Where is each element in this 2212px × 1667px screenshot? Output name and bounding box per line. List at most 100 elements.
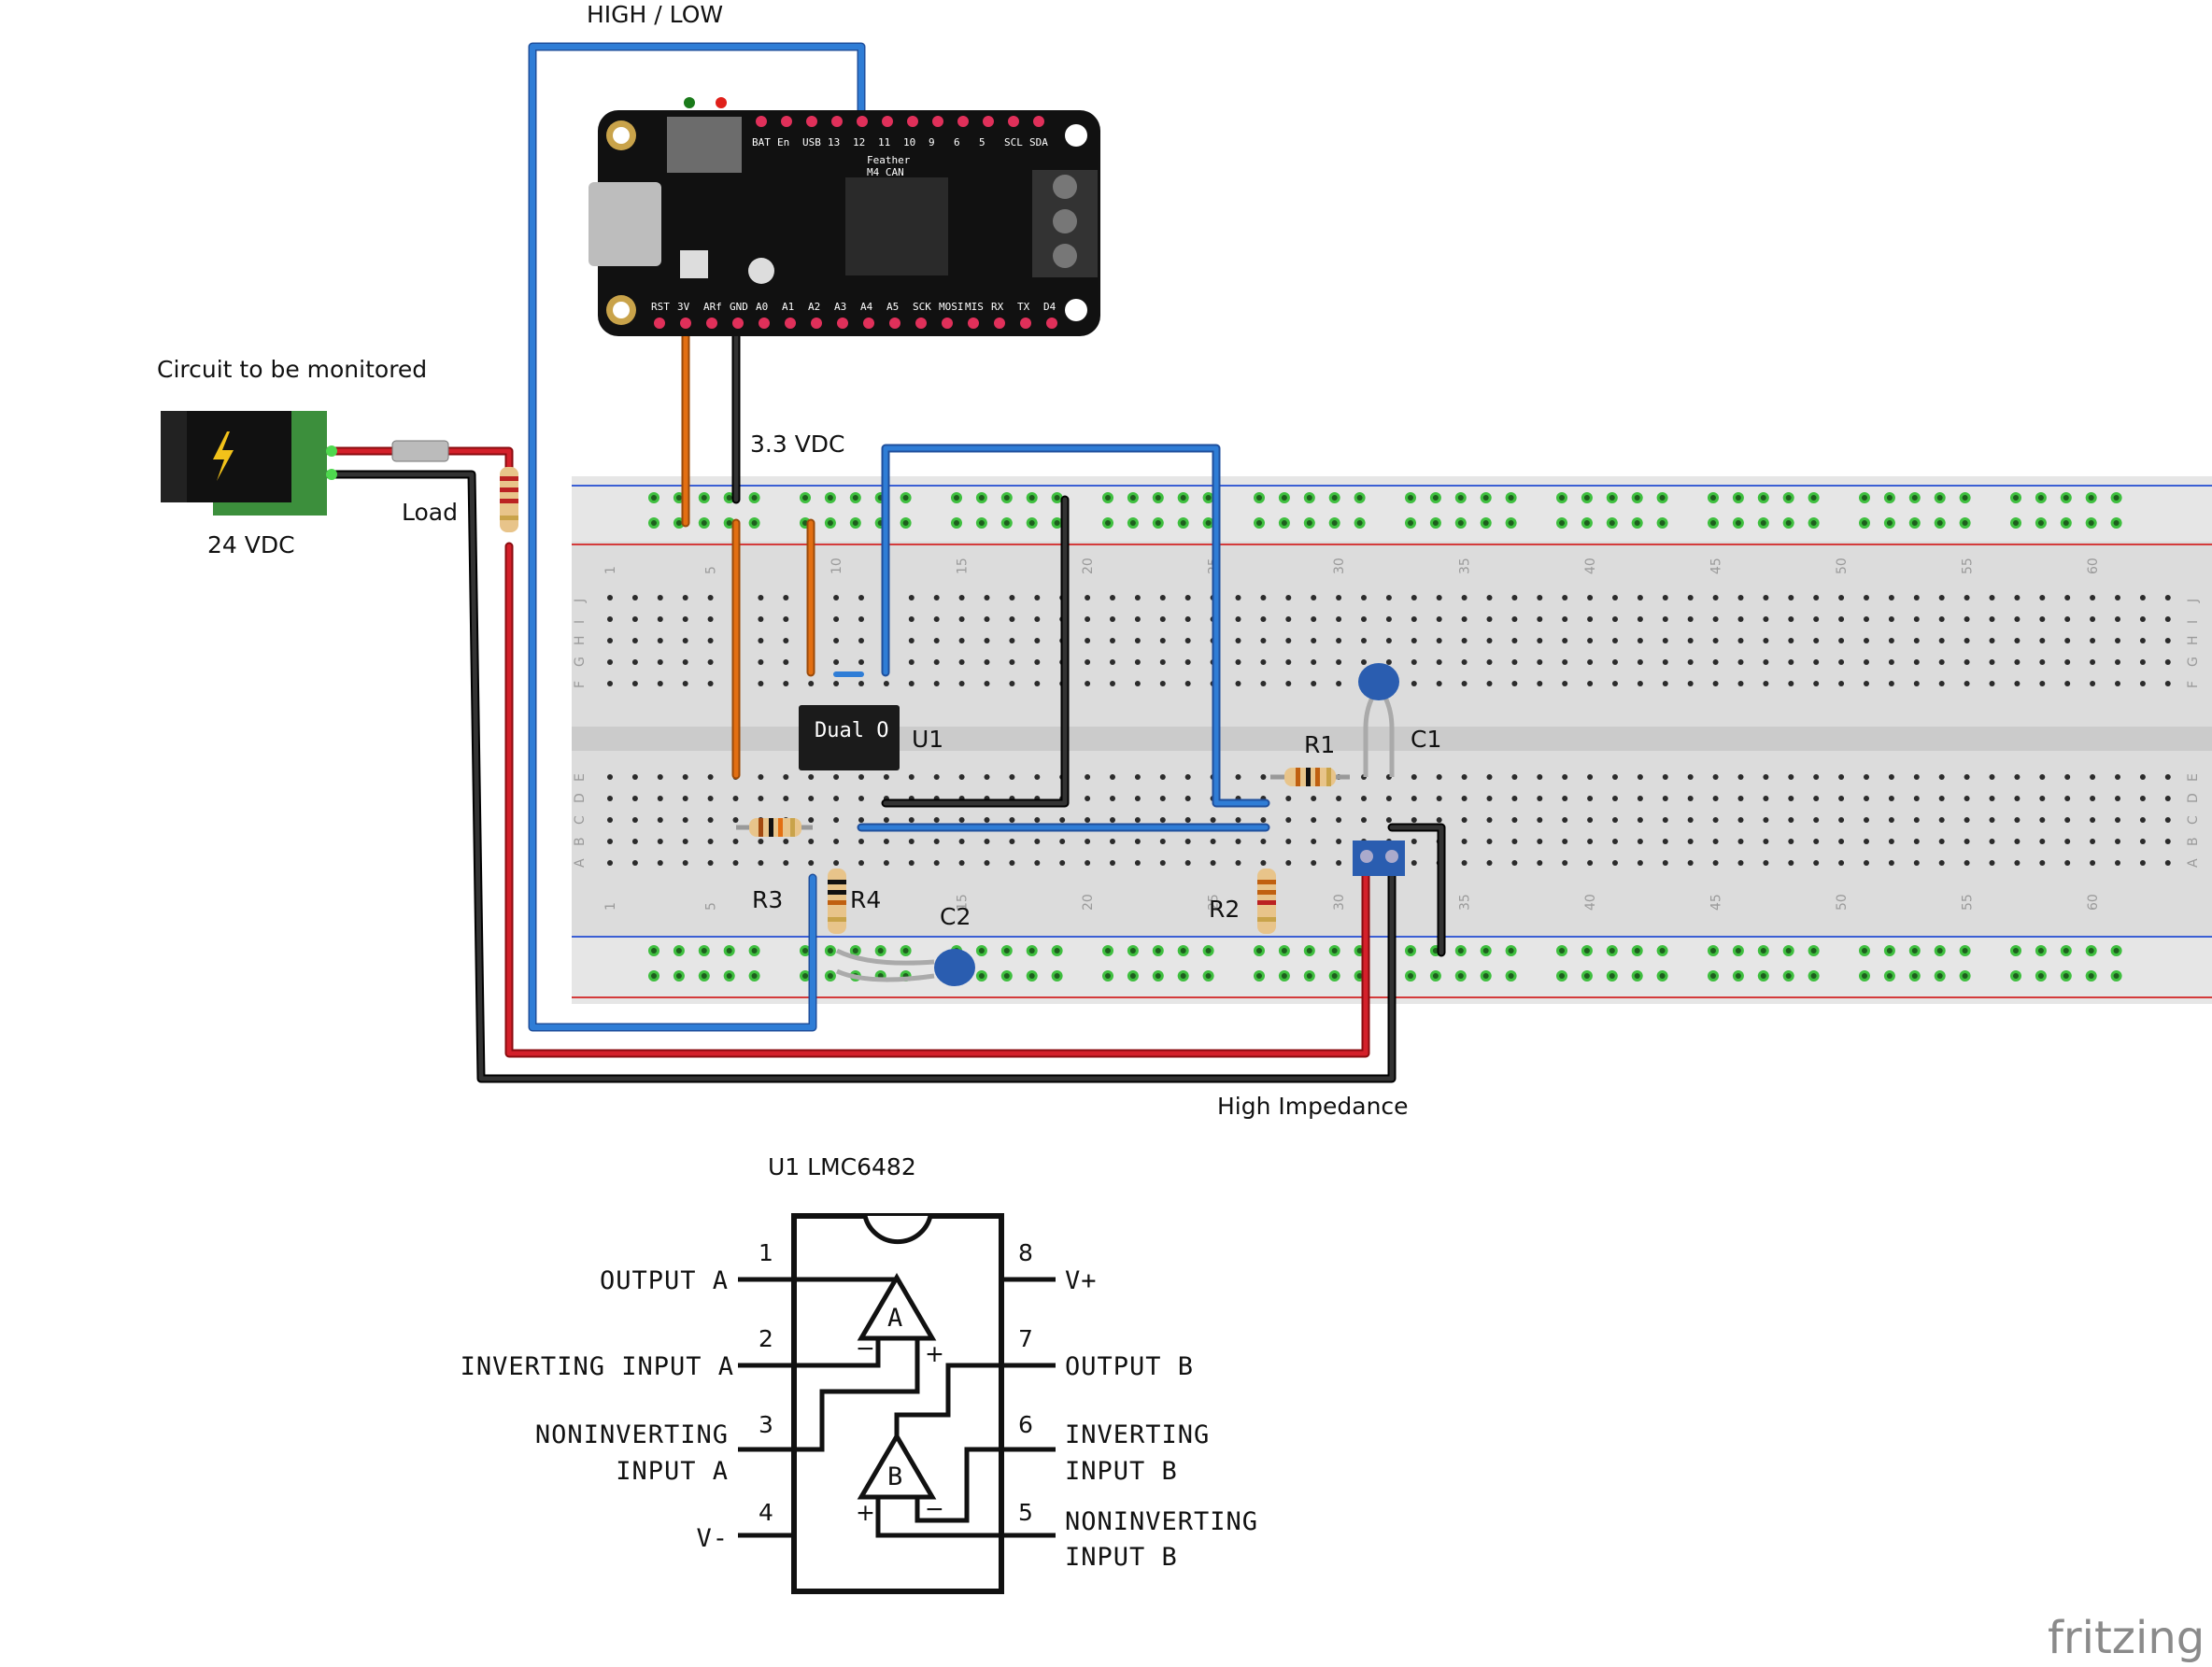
- breadboard-hole: [707, 616, 714, 622]
- u1-chip: Dual O: [799, 705, 900, 770]
- breadboard-hole: [1285, 839, 1292, 844]
- breadboard-hole: [1913, 659, 1920, 665]
- breadboard-hole: [1687, 638, 1694, 643]
- breadboard-hole: [751, 948, 758, 954]
- breadboard-hole: [707, 796, 714, 801]
- breadboard-column-number: 1: [603, 566, 618, 574]
- breadboard-hole: [2064, 817, 2071, 823]
- breadboard-hole: [1562, 774, 1568, 780]
- breadboard-hole: [827, 973, 833, 979]
- breadboard-hole: [2164, 839, 2171, 844]
- breadboard-hole: [1184, 616, 1191, 622]
- breadboard-hole: [732, 839, 739, 844]
- breadboard-hole: [1864, 774, 1869, 780]
- breadboard-hole: [1737, 796, 1744, 801]
- breadboard-hole: [1110, 659, 1115, 665]
- breadboard-hole: [958, 839, 965, 844]
- feather-bottom-pin: [654, 318, 665, 329]
- breadboard-hole: [1336, 616, 1342, 622]
- breadboard-hole: [802, 495, 808, 501]
- breadboard-hole: [1864, 616, 1869, 622]
- feather-top-pin-label: 6: [954, 136, 960, 148]
- breadboard-hole: [1864, 595, 1869, 600]
- breadboard-hole: [2139, 595, 2146, 600]
- breadboard-hole: [1562, 796, 1568, 801]
- breadboard-hole: [783, 638, 789, 643]
- breadboard-hole: [2014, 839, 2021, 844]
- breadboard-hole: [1436, 638, 1442, 643]
- breadboard-hole: [958, 681, 965, 686]
- breadboard-hole: [1184, 681, 1191, 686]
- breadboard-hole: [651, 973, 657, 979]
- breadboard-hole: [1331, 520, 1338, 526]
- breadboard-hole: [1306, 948, 1312, 954]
- breadboard-hole: [1735, 948, 1741, 954]
- breadboard-hole: [1461, 860, 1468, 866]
- breadboard-hole: [1888, 659, 1894, 665]
- breadboard-hole: [1911, 495, 1918, 501]
- breadboard-hole: [1938, 839, 1945, 844]
- breadboard-hole: [1461, 659, 1468, 665]
- breadboard-hole: [1537, 796, 1543, 801]
- breadboard-hole: [607, 796, 613, 801]
- breadboard-hole: [1361, 595, 1367, 600]
- breadboard-hole: [1411, 595, 1417, 600]
- breadboard-hole: [2139, 860, 2146, 866]
- breadboard-hole: [1336, 860, 1342, 866]
- breadboard-hole: [1962, 973, 1968, 979]
- amp-a-label: A: [887, 1304, 903, 1333]
- breadboard-hole: [1009, 860, 1015, 866]
- breadboard-hole: [1411, 638, 1417, 643]
- breadboard-hole: [1003, 520, 1010, 526]
- breadboard-hole: [1105, 495, 1111, 501]
- pin-5-num: 5: [1018, 1499, 1033, 1526]
- breadboard-hole: [1085, 638, 1091, 643]
- breadboard-hole: [1028, 495, 1035, 501]
- breadboard-hole: [1461, 638, 1468, 643]
- breadboard-hole: [1059, 817, 1066, 823]
- breadboard-hole: [1838, 616, 1845, 622]
- breadboard-hole: [1285, 860, 1292, 866]
- breadboard-hole: [1609, 973, 1615, 979]
- pin-6-name: INVERTING: [1065, 1420, 1210, 1449]
- label-r1: R1: [1304, 731, 1335, 758]
- breadboard-hole: [1285, 659, 1292, 665]
- breadboard-hole: [607, 817, 613, 823]
- breadboard-hole: [682, 681, 688, 686]
- breadboard-hole: [1583, 520, 1590, 526]
- breadboard-hole: [1936, 948, 1943, 954]
- feather-name: Feather: [867, 154, 911, 166]
- breadboard-column-number: 55: [1961, 894, 1976, 911]
- breadboard-hole: [1085, 839, 1091, 844]
- breadboard-hole: [1913, 860, 1920, 866]
- breadboard-hole: [1813, 796, 1820, 801]
- breadboard-hole: [808, 796, 815, 801]
- breadboard-hole: [1235, 616, 1241, 622]
- feather-bottom-pin: [994, 318, 1005, 329]
- breadboard-hole: [1659, 520, 1666, 526]
- breadboard-hole: [1205, 973, 1212, 979]
- breadboard-hole: [751, 520, 758, 526]
- breadboard-hole: [1508, 948, 1514, 954]
- breadboard-hole: [833, 774, 840, 780]
- feather-top-pin: [857, 116, 868, 127]
- breadboard-hole: [1482, 973, 1489, 979]
- breadboard-hole: [978, 520, 985, 526]
- breadboard-hole: [1235, 817, 1241, 823]
- breadboard-hole: [1361, 659, 1367, 665]
- breadboard-hole: [2013, 948, 2019, 954]
- breadboard-hole: [1760, 973, 1766, 979]
- breadboard-hole: [682, 796, 688, 801]
- breadboard-hole: [1432, 520, 1439, 526]
- breadboard-hole: [1486, 638, 1493, 643]
- breadboard-column-number: 10: [830, 558, 844, 574]
- lmc6482-pinout: U1 LMC6482 A B − + + − 1 2 3 4 8 7: [461, 1153, 1257, 1594]
- breadboard-hole: [2090, 839, 2096, 844]
- breadboard-column-number: 55: [1961, 558, 1976, 574]
- breadboard-hole: [1235, 839, 1241, 844]
- breadboard-hole: [1964, 638, 1970, 643]
- breadboard-hole: [1712, 638, 1719, 643]
- breadboard-hole: [732, 860, 739, 866]
- breadboard-column-number: 35: [1458, 894, 1473, 911]
- breadboard-hole: [1336, 796, 1342, 801]
